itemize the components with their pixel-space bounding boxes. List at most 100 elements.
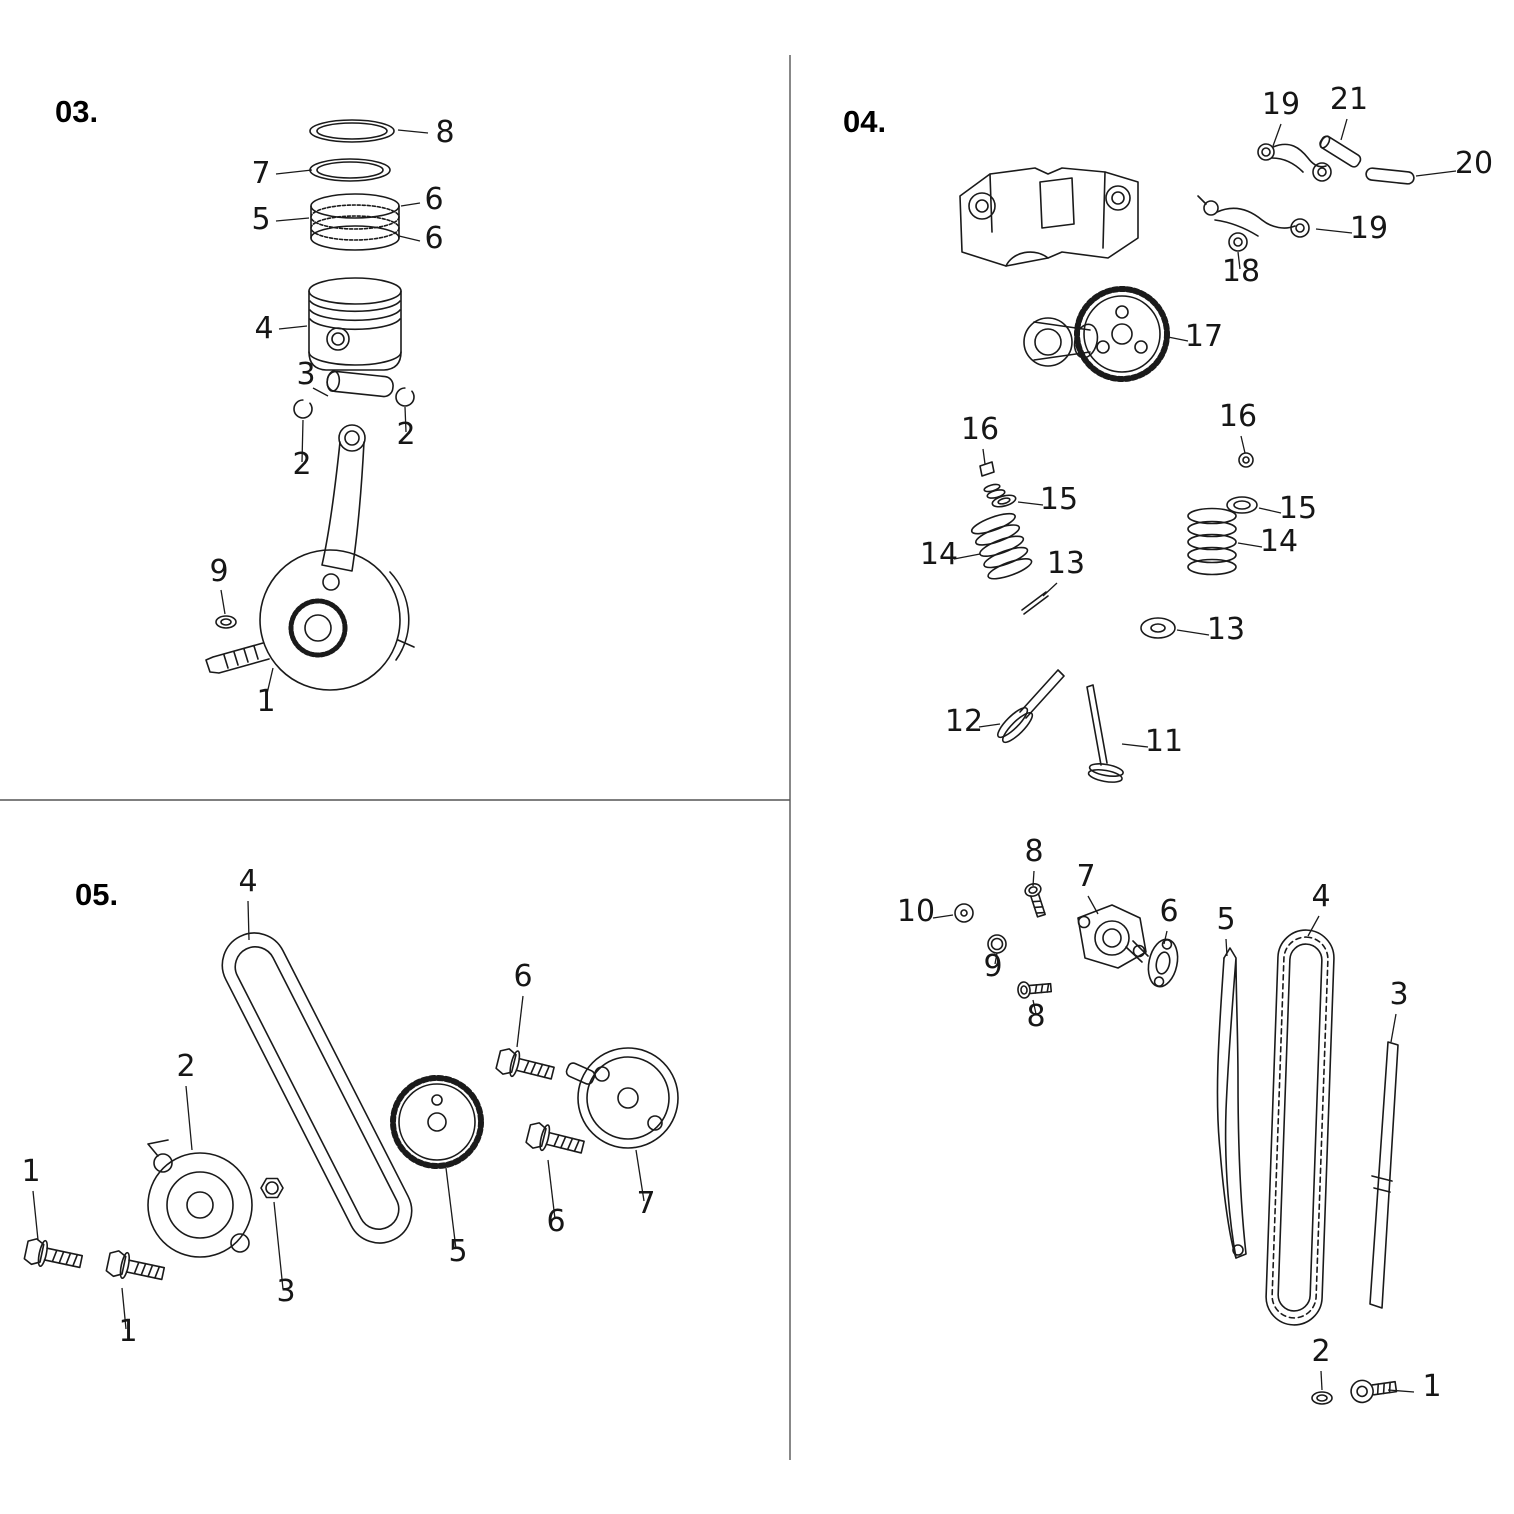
part-number-05-5: 5 xyxy=(448,1234,467,1269)
leader-line xyxy=(1387,1389,1415,1393)
cover-bolt-left-icon xyxy=(22,1236,85,1276)
leader-line xyxy=(953,553,981,560)
leader-line xyxy=(1272,123,1282,147)
leader-line xyxy=(1032,999,1037,1015)
leader-line xyxy=(547,1159,556,1220)
chain-guide-icon xyxy=(1369,1041,1399,1309)
part-number-03-3: 3 xyxy=(296,357,315,392)
leader-line xyxy=(1320,1370,1323,1391)
spring-retainer-left-icon xyxy=(983,483,1017,508)
leader-line xyxy=(1240,435,1246,454)
leader-line xyxy=(1176,629,1210,636)
part-number-03-2: 2 xyxy=(396,417,415,452)
part-number-04-21: 21 xyxy=(1330,82,1368,117)
part-number-04-13: 13 xyxy=(1047,546,1085,581)
leader-line xyxy=(516,995,524,1048)
part-number-04-12: 12 xyxy=(945,704,983,739)
part-number-04-8: 8 xyxy=(1026,999,1045,1034)
part-number-04-13: 13 xyxy=(1207,612,1245,647)
cam-chain-tensioner-icon xyxy=(1077,904,1149,969)
part-number-04-18: 18 xyxy=(1222,254,1260,289)
part-number-05-6: 6 xyxy=(546,1204,565,1239)
part-number-03-2: 2 xyxy=(292,447,311,482)
leader-line xyxy=(278,325,308,330)
part-number-04-15: 15 xyxy=(1279,491,1317,526)
piston-ring-second-icon xyxy=(309,158,391,182)
exhaust-valve-icon xyxy=(1086,684,1124,783)
leader-line xyxy=(301,419,304,463)
sealing-washer-icon xyxy=(954,903,974,923)
leader-line xyxy=(1237,251,1241,270)
part-number-03-6: 6 xyxy=(424,221,443,256)
part-number-04-20: 20 xyxy=(1455,146,1493,181)
tensioner-screw-top-icon xyxy=(1022,881,1050,919)
part-number-03-5: 5 xyxy=(251,202,270,237)
crankshaft-conrod-icon xyxy=(205,424,415,691)
part-number-04-10: 10 xyxy=(897,894,935,929)
leader-line xyxy=(1032,870,1035,887)
part-number-04-8: 8 xyxy=(1024,834,1043,869)
part-number-04-14: 14 xyxy=(1260,524,1298,559)
leader-line xyxy=(273,1201,284,1290)
dowel-pin-icon xyxy=(1365,167,1415,185)
part-number-04-6: 6 xyxy=(1159,894,1178,929)
pivot-bolt-icon xyxy=(1350,1379,1398,1404)
cover-bolt-right-icon xyxy=(104,1248,167,1288)
part-number-04-14: 14 xyxy=(920,537,958,572)
leader-line xyxy=(1087,895,1099,915)
part-number-04-16: 16 xyxy=(1219,399,1257,434)
pin-circlip-right-icon xyxy=(395,387,415,407)
leader-line xyxy=(932,914,954,919)
part-number-04-19: 19 xyxy=(1262,87,1300,122)
tensioner-screw-lower-icon xyxy=(1016,978,1053,1000)
part-number-04-16: 16 xyxy=(961,412,999,447)
leader-line xyxy=(445,1167,457,1250)
leader-line xyxy=(1390,1013,1397,1043)
leader-line xyxy=(1415,170,1457,177)
rocker-shaft-collar-icon xyxy=(1228,232,1248,252)
rocker-arm-lower-icon xyxy=(1197,195,1310,238)
part-number-05-1: 1 xyxy=(21,1154,40,1189)
leader-line xyxy=(400,202,421,207)
part-number-04-7: 7 xyxy=(1076,859,1095,894)
part-number-04-2: 2 xyxy=(1311,1334,1330,1369)
valve-keeper-left-icon xyxy=(979,461,995,477)
part-number-04-17: 17 xyxy=(1185,319,1223,354)
part-number-04-4: 4 xyxy=(1311,879,1330,914)
leader-line xyxy=(1042,582,1058,597)
section-04-title: 04. xyxy=(843,104,886,139)
part-number-05-6: 6 xyxy=(513,959,532,994)
leader-line xyxy=(247,900,250,941)
leader-line xyxy=(635,1149,645,1202)
wrist-pin-icon xyxy=(326,370,394,398)
oil-pump-assembly-icon xyxy=(565,1047,679,1149)
shaft-nut-icon xyxy=(260,1177,284,1199)
leader-line xyxy=(397,129,429,134)
rocker-pin-icon xyxy=(1319,135,1362,168)
leader-line xyxy=(1163,930,1168,945)
leader-line xyxy=(994,952,998,965)
leader-line xyxy=(1258,507,1282,514)
leader-line xyxy=(1225,938,1228,957)
part-number-05-1: 1 xyxy=(118,1314,137,1349)
part-number-04-11: 11 xyxy=(1145,724,1183,759)
section-05-title: 05. xyxy=(75,877,118,912)
pump-bolt-lower-icon xyxy=(524,1120,587,1161)
leader-line xyxy=(312,387,329,397)
part-number-03-7: 7 xyxy=(251,156,270,191)
drive-belt-icon xyxy=(221,932,413,1244)
leader-line xyxy=(1121,743,1149,748)
rocker-arm-upper-icon xyxy=(1257,143,1332,182)
part-number-04-9: 9 xyxy=(983,949,1002,984)
part-number-04-19: 19 xyxy=(1350,211,1388,246)
intake-valve-icon xyxy=(997,669,1065,744)
leader-line xyxy=(1340,118,1348,141)
part-number-03-1: 1 xyxy=(256,684,275,719)
camshaft-icon xyxy=(1023,286,1170,382)
valve-keeper-right-icon xyxy=(1238,452,1254,468)
part-number-04-1: 1 xyxy=(1422,1369,1441,1404)
section-03-title: 03. xyxy=(55,94,98,129)
